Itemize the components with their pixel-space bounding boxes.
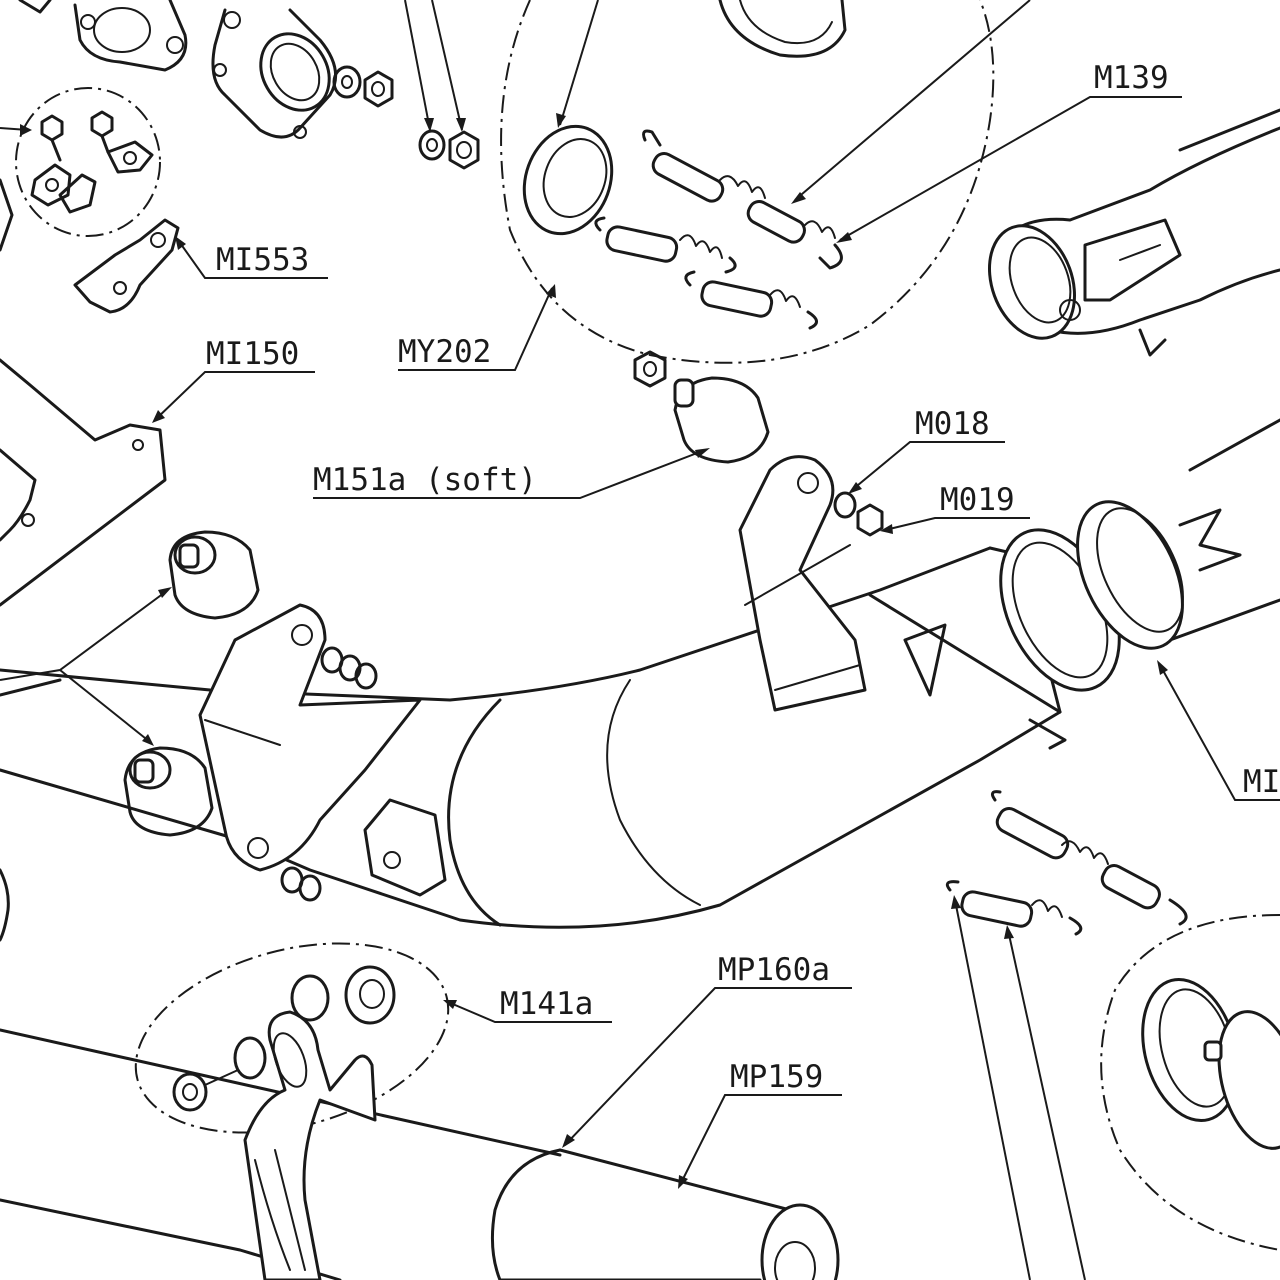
header-pipe-elbow — [987, 108, 1280, 357]
label-mi553: MI553 — [216, 242, 309, 278]
exhaust-muffler-body — [0, 546, 1067, 929]
washer-nut-set — [332, 65, 480, 170]
front-mount-bracket — [0, 603, 422, 872]
m018-m019-washer-nut — [833, 491, 884, 537]
m151a-rubber-mount — [633, 350, 770, 464]
label-mi-cut: MI — [1243, 764, 1280, 800]
label-m151a-soft: M151a (soft) — [313, 462, 537, 498]
label-mi150: MI150 — [206, 336, 299, 372]
lower-spring-pair — [945, 790, 1188, 936]
flange-plate-part — [18, 0, 188, 72]
end-cap-kit — [1100, 914, 1280, 1251]
mi553-bracket-part — [73, 218, 180, 314]
label-my202: MY202 — [398, 334, 491, 370]
label-mp159: MP159 — [730, 1059, 823, 1095]
lower-pipe-clamp — [0, 1010, 562, 1280]
mi150-frame-bracket — [0, 178, 167, 607]
my202-spring-kit — [500, 0, 995, 364]
label-mp160a: MP160a — [718, 952, 830, 988]
m141a-bolt-kit — [134, 942, 450, 1134]
manifold-flange-part — [211, 8, 338, 139]
muffler-hanger-bracket — [738, 455, 867, 712]
label-m018: M018 — [915, 406, 990, 442]
mp159-tailpipe — [490, 1148, 840, 1280]
callout-labels: MI553 MI150 MY202 M139 M151a (soft) M018… — [205, 60, 1280, 1096]
label-m141a: M141a — [500, 986, 593, 1022]
left-edge-part — [0, 868, 10, 942]
label-m019: M019 — [940, 482, 1015, 518]
label-m139: M139 — [1094, 60, 1169, 96]
top-spring-coil — [718, 0, 847, 58]
welded-tab-part — [363, 798, 447, 897]
mid-pipe-clamp-rings — [999, 418, 1280, 692]
bracket-bolt-stack — [280, 646, 378, 902]
bolt-kit-group — [15, 87, 161, 237]
